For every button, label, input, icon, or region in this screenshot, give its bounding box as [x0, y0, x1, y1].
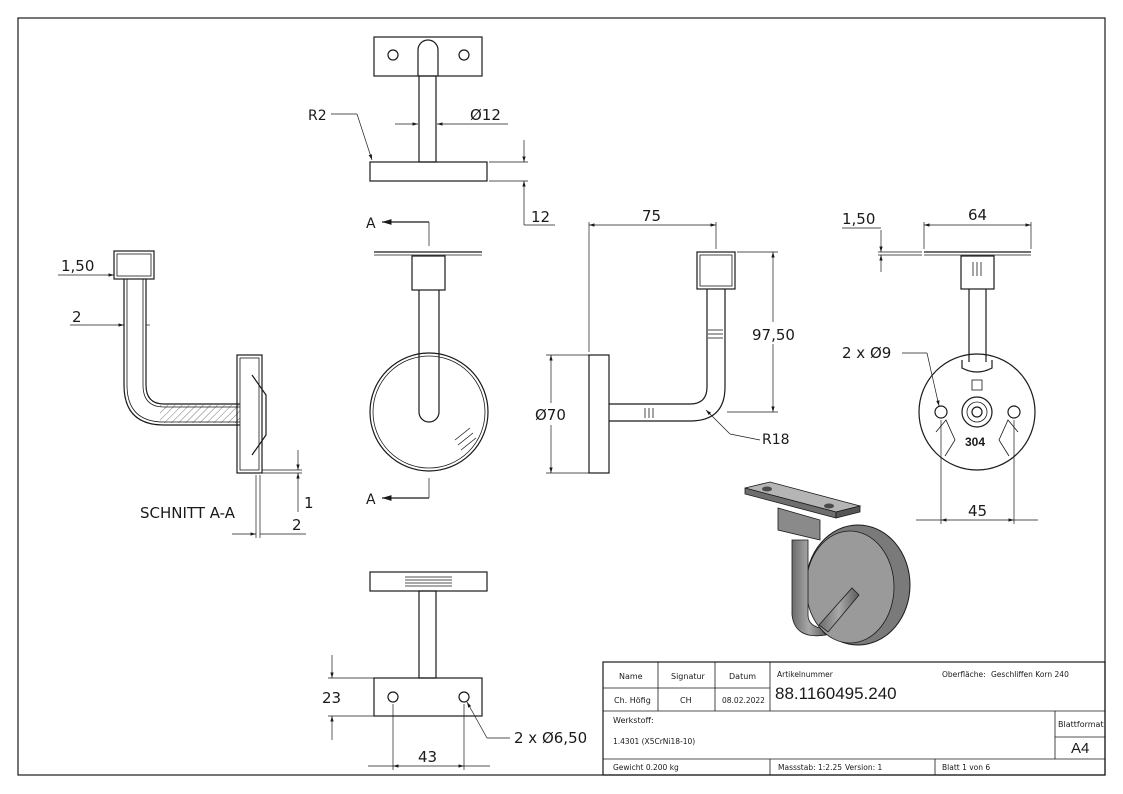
tb-artikel: 88.1160495.240 — [775, 684, 897, 703]
tb-header-name: Name — [619, 672, 643, 681]
tb-oberflaeche-label: Oberfläche: — [942, 670, 986, 679]
dim-r18: R18 — [762, 432, 790, 448]
section-arrow-bottom: A — [366, 492, 376, 508]
dim-43: 43 — [418, 748, 437, 766]
tb-version: Version: 1 — [845, 763, 882, 772]
sec-dim-1: 1 — [304, 494, 314, 512]
dim-dia70: Ø70 — [535, 406, 566, 424]
dim-dia12: Ø12 — [470, 106, 501, 124]
bottom-holes-label: 2 x Ø6,50 — [514, 729, 587, 747]
sec-dim-2b: 2 — [292, 516, 302, 534]
sec-dim-150: 1,50 — [61, 257, 94, 275]
tb-werkstoff-label: Werkstoff: — [613, 716, 654, 725]
sheet-border — [17, 17, 1106, 776]
tb-datum: 08.02.2022 — [722, 696, 765, 705]
dim-23: 23 — [322, 689, 341, 707]
tb-artikel-label: Artikelnummer — [777, 670, 834, 679]
sec-dim-2a: 2 — [72, 308, 82, 326]
tb-oberflaeche: Geschliffen Korn 240 — [991, 670, 1069, 679]
dim-64: 64 — [968, 206, 987, 224]
tb-blattformat-label: Blattformat — [1058, 720, 1104, 729]
side-view: 75 97,50 Ø70 R18 — [533, 207, 798, 474]
tb-blattformat: A4 — [1071, 740, 1089, 757]
section-a-a: 1,50 2 1 2 SCHNITT A-A — [58, 250, 314, 538]
top-view: R2 Ø12 12 — [308, 36, 555, 226]
dim-r2: R2 — [308, 108, 327, 124]
material-mark: 304 — [965, 435, 985, 449]
tb-werkstoff: 1.4301 (X5CrNi18-10) — [613, 737, 695, 746]
bottom-view: 23 43 2 x Ø6,50 — [322, 571, 587, 770]
tb-signatur: CH — [680, 696, 692, 705]
front-view: A A — [366, 216, 489, 508]
right-view: 304 1,50 64 2 x Ø9 45 — [842, 206, 1038, 524]
dim-45: 45 — [968, 502, 987, 520]
dim-12: 12 — [531, 208, 550, 226]
tb-header-signatur: Signatur — [671, 672, 706, 681]
title-block: Name Signatur Datum Ch. Höfig CH 08.02.2… — [602, 661, 1106, 776]
dim-75: 75 — [642, 207, 661, 225]
right-dim-150: 1,50 — [842, 210, 875, 228]
tb-massstab: Massstab: 1:2.25 — [778, 763, 842, 772]
right-holes-label: 2 x Ø9 — [842, 344, 891, 362]
dim-9750: 97,50 — [752, 326, 795, 344]
tb-gewicht: Gewicht 0.200 kg — [613, 763, 679, 772]
tb-header-datum: Datum — [729, 672, 756, 681]
tb-name: Ch. Höfig — [614, 696, 651, 705]
tb-blatt: Blatt 1 von 6 — [942, 763, 990, 772]
section-label: SCHNITT A-A — [140, 504, 236, 522]
section-arrow-top: A — [366, 216, 376, 232]
isometric-view — [744, 481, 911, 646]
